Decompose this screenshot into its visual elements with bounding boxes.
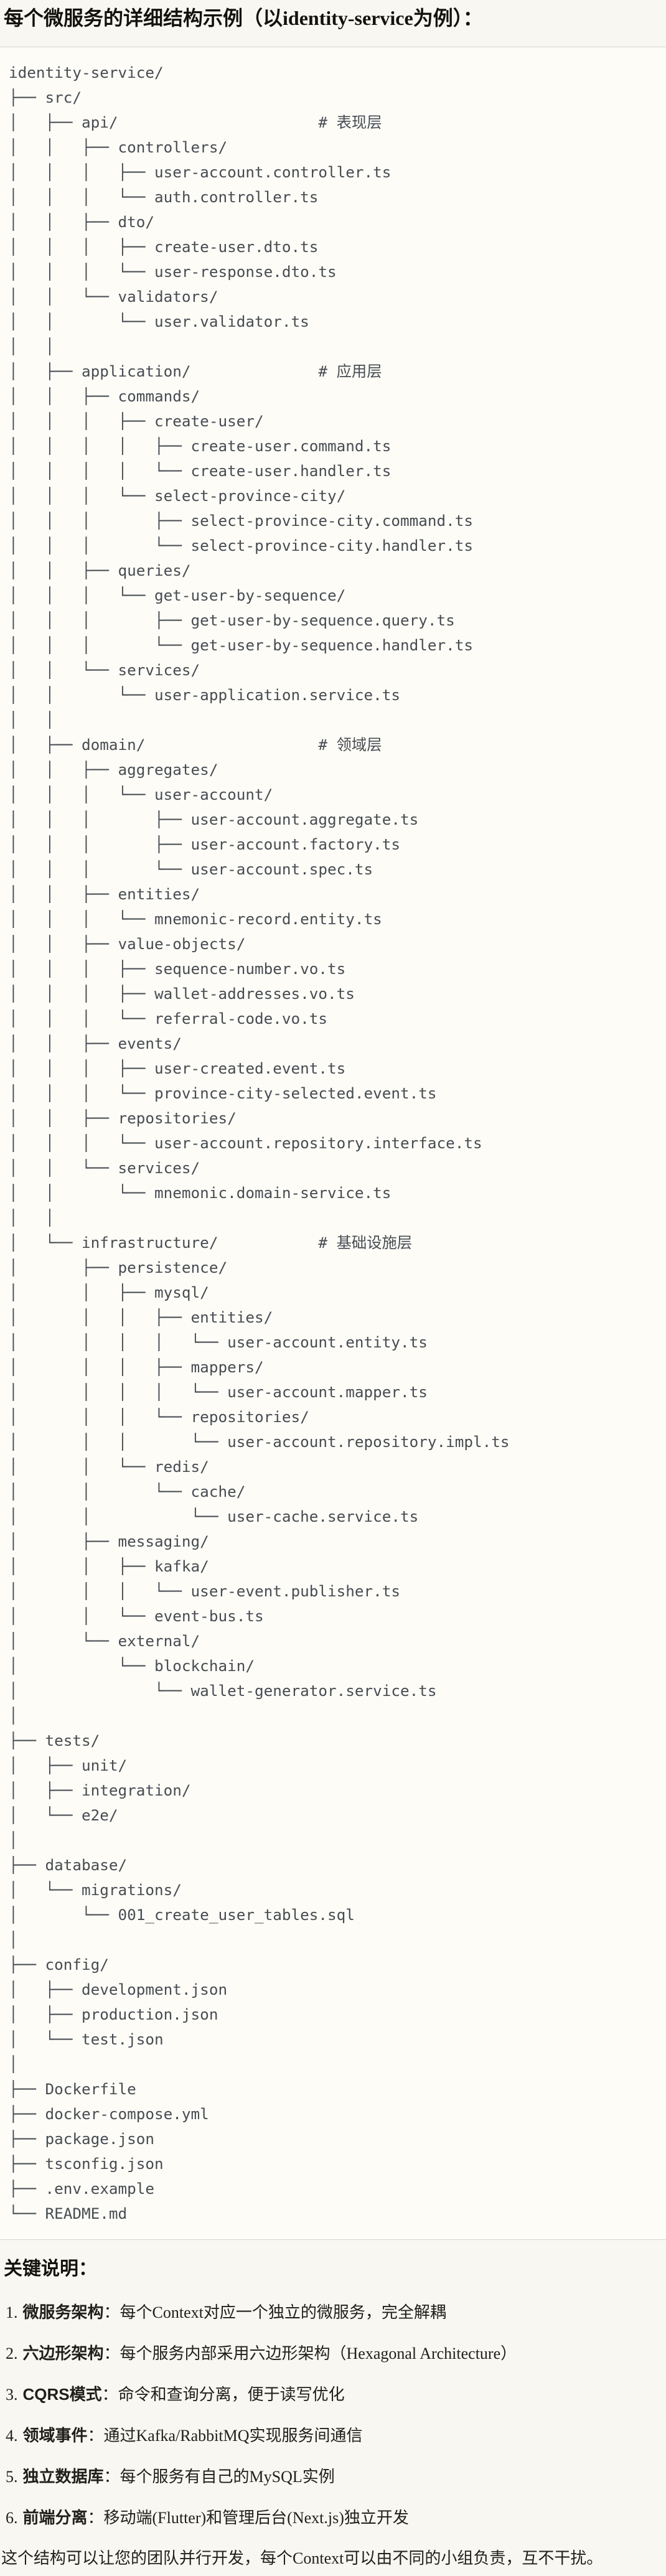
note-text: ：命令和查询分离，便于读写优化 bbox=[101, 2386, 345, 2404]
note-number: 6. bbox=[6, 2509, 18, 2527]
keynotes-heading: 关键说明： bbox=[4, 2259, 97, 2279]
note-item-independent-db: 5.独立数据库：每个服务有自己的MySQL实例 bbox=[6, 2465, 666, 2488]
note-text: ：每个服务内部采用六边形架构（Hexagonal Architecture） bbox=[103, 2344, 517, 2363]
keynotes-list: 1.微服务架构：每个Context对应一个独立的微服务，完全解耦 2.六边形架构… bbox=[0, 2301, 666, 2529]
note-text: ：移动端(Flutter)和管理后台(Next.js)独立开发 bbox=[87, 2509, 409, 2527]
note-label: 微服务架构 bbox=[22, 2303, 104, 2321]
note-item-frontend-split: 6.前端分离：移动端(Flutter)和管理后台(Next.js)独立开发 bbox=[6, 2506, 666, 2529]
note-item-domain-events: 4.领域事件：通过Kafka/RabbitMQ实现服务间通信 bbox=[6, 2424, 666, 2447]
directory-tree-code-block: identity-service/ ├── src/ │ ├── api/ # … bbox=[0, 47, 666, 2240]
note-number: 3. bbox=[6, 2386, 18, 2404]
note-label: 领域事件 bbox=[22, 2426, 88, 2445]
note-number: 5. bbox=[6, 2468, 18, 2486]
note-text: ：每个Context对应一个独立的微服务，完全解耦 bbox=[103, 2303, 446, 2321]
note-label: 前端分离 bbox=[22, 2508, 88, 2527]
note-text: ：通过Kafka/RabbitMQ实现服务间通信 bbox=[87, 2427, 363, 2445]
note-label: 独立数据库 bbox=[22, 2467, 104, 2486]
note-item-cqrs: 3.CQRS模式：命令和查询分离，便于读写优化 bbox=[6, 2383, 666, 2406]
page-title: 每个微服务的详细结构示例（以identity-service为例）： bbox=[4, 7, 483, 29]
note-text: ：每个服务有自己的MySQL实例 bbox=[103, 2468, 335, 2486]
note-item-hexagonal: 2.六边形架构：每个服务内部采用六边形架构（Hexagonal Architec… bbox=[6, 2342, 666, 2365]
footer-paragraph: 这个结构可以让您的团队并行开发，每个Context可以由不同的小组负责，互不干扰… bbox=[1, 2549, 603, 2567]
note-label: 六边形架构 bbox=[22, 2344, 104, 2363]
note-item-microservice: 1.微服务架构：每个Context对应一个独立的微服务，完全解耦 bbox=[6, 2301, 666, 2324]
note-number: 4. bbox=[6, 2427, 18, 2445]
note-number: 1. bbox=[6, 2303, 18, 2321]
note-label: CQRS模式 bbox=[22, 2385, 102, 2404]
note-number: 2. bbox=[6, 2344, 18, 2363]
